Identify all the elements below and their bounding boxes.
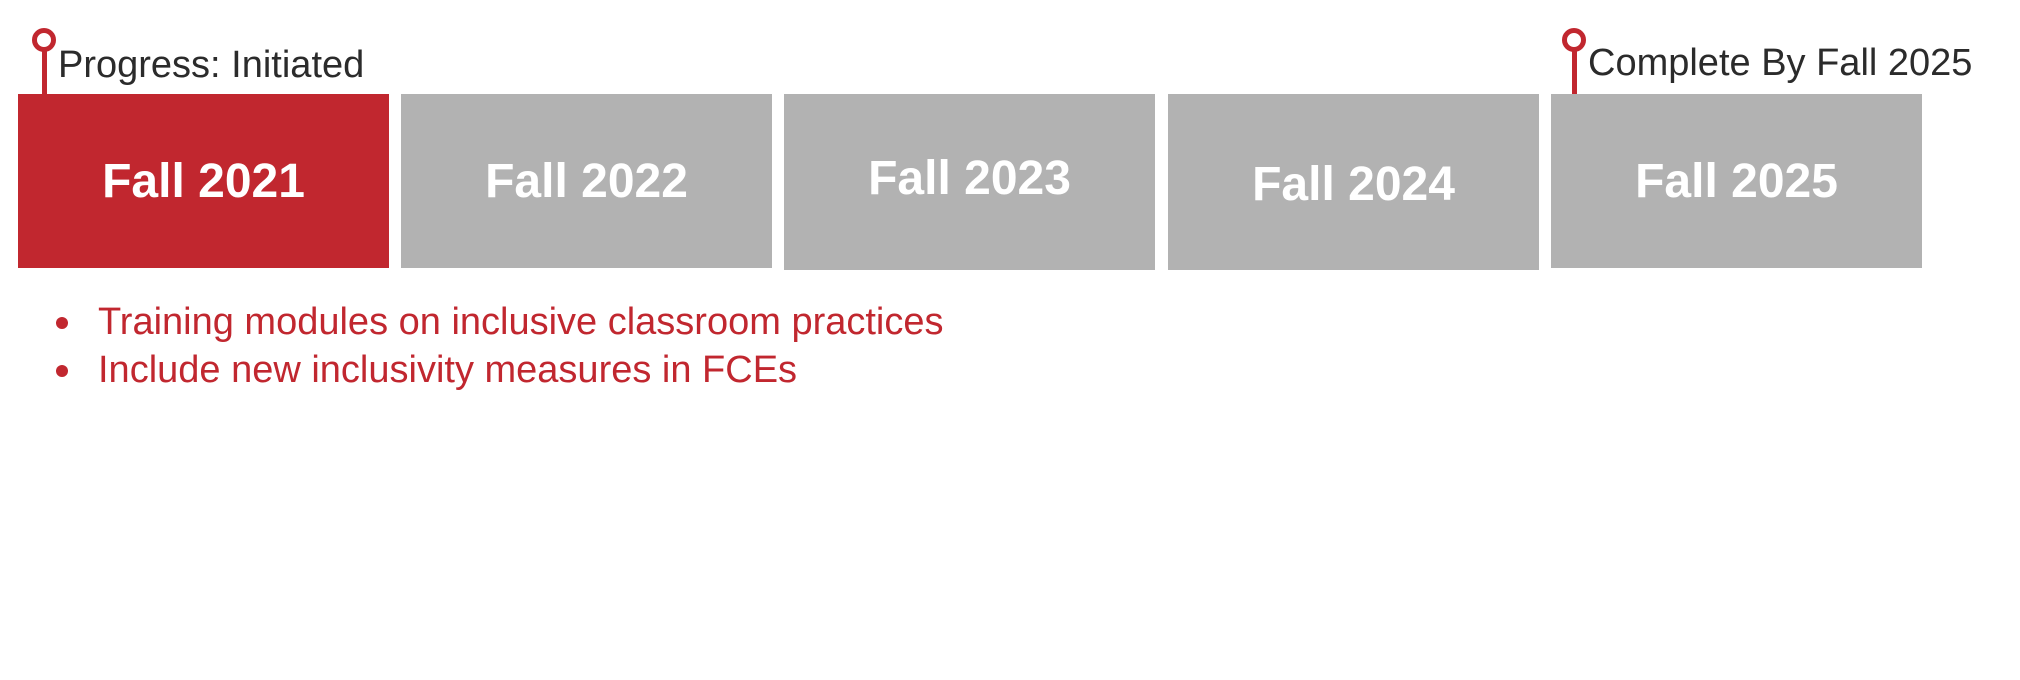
year-block-2023: Fall 2023 (784, 94, 1155, 270)
list-item-text: Training modules on inclusive classroom … (98, 301, 944, 343)
year-label: Fall 2023 (868, 151, 1071, 205)
year-block-2022: Fall 2022 (401, 94, 772, 268)
year-label: Fall 2022 (485, 154, 688, 208)
pin-ring (1562, 28, 1586, 52)
pin-stem (1572, 51, 1577, 100)
year-label: Fall 2021 (102, 154, 305, 208)
action-items-list: Training modules on inclusive classroom … (52, 298, 944, 394)
year-block-2024: Fall 2024 (1168, 94, 1539, 270)
end-pin-icon (1562, 28, 1592, 100)
pin-ring (32, 28, 56, 52)
bullet-dot-icon (56, 365, 68, 377)
list-item: Include new inclusivity measures in FCEs (52, 346, 944, 394)
list-item-text: Include new inclusivity measures in FCEs (98, 349, 798, 391)
start-marker-label: Progress: Initiated (58, 44, 365, 86)
bullet-dot-icon (56, 317, 68, 329)
year-block-2025: Fall 2025 (1551, 94, 1922, 268)
year-block-2021: Fall 2021 (18, 94, 389, 268)
pin-stem (42, 51, 47, 100)
list-item: Training modules on inclusive classroom … (52, 298, 944, 346)
year-label: Fall 2024 (1252, 157, 1455, 211)
start-pin-icon (32, 28, 62, 100)
year-label: Fall 2025 (1635, 154, 1838, 208)
end-marker-label: Complete By Fall 2025 (1588, 42, 1973, 84)
